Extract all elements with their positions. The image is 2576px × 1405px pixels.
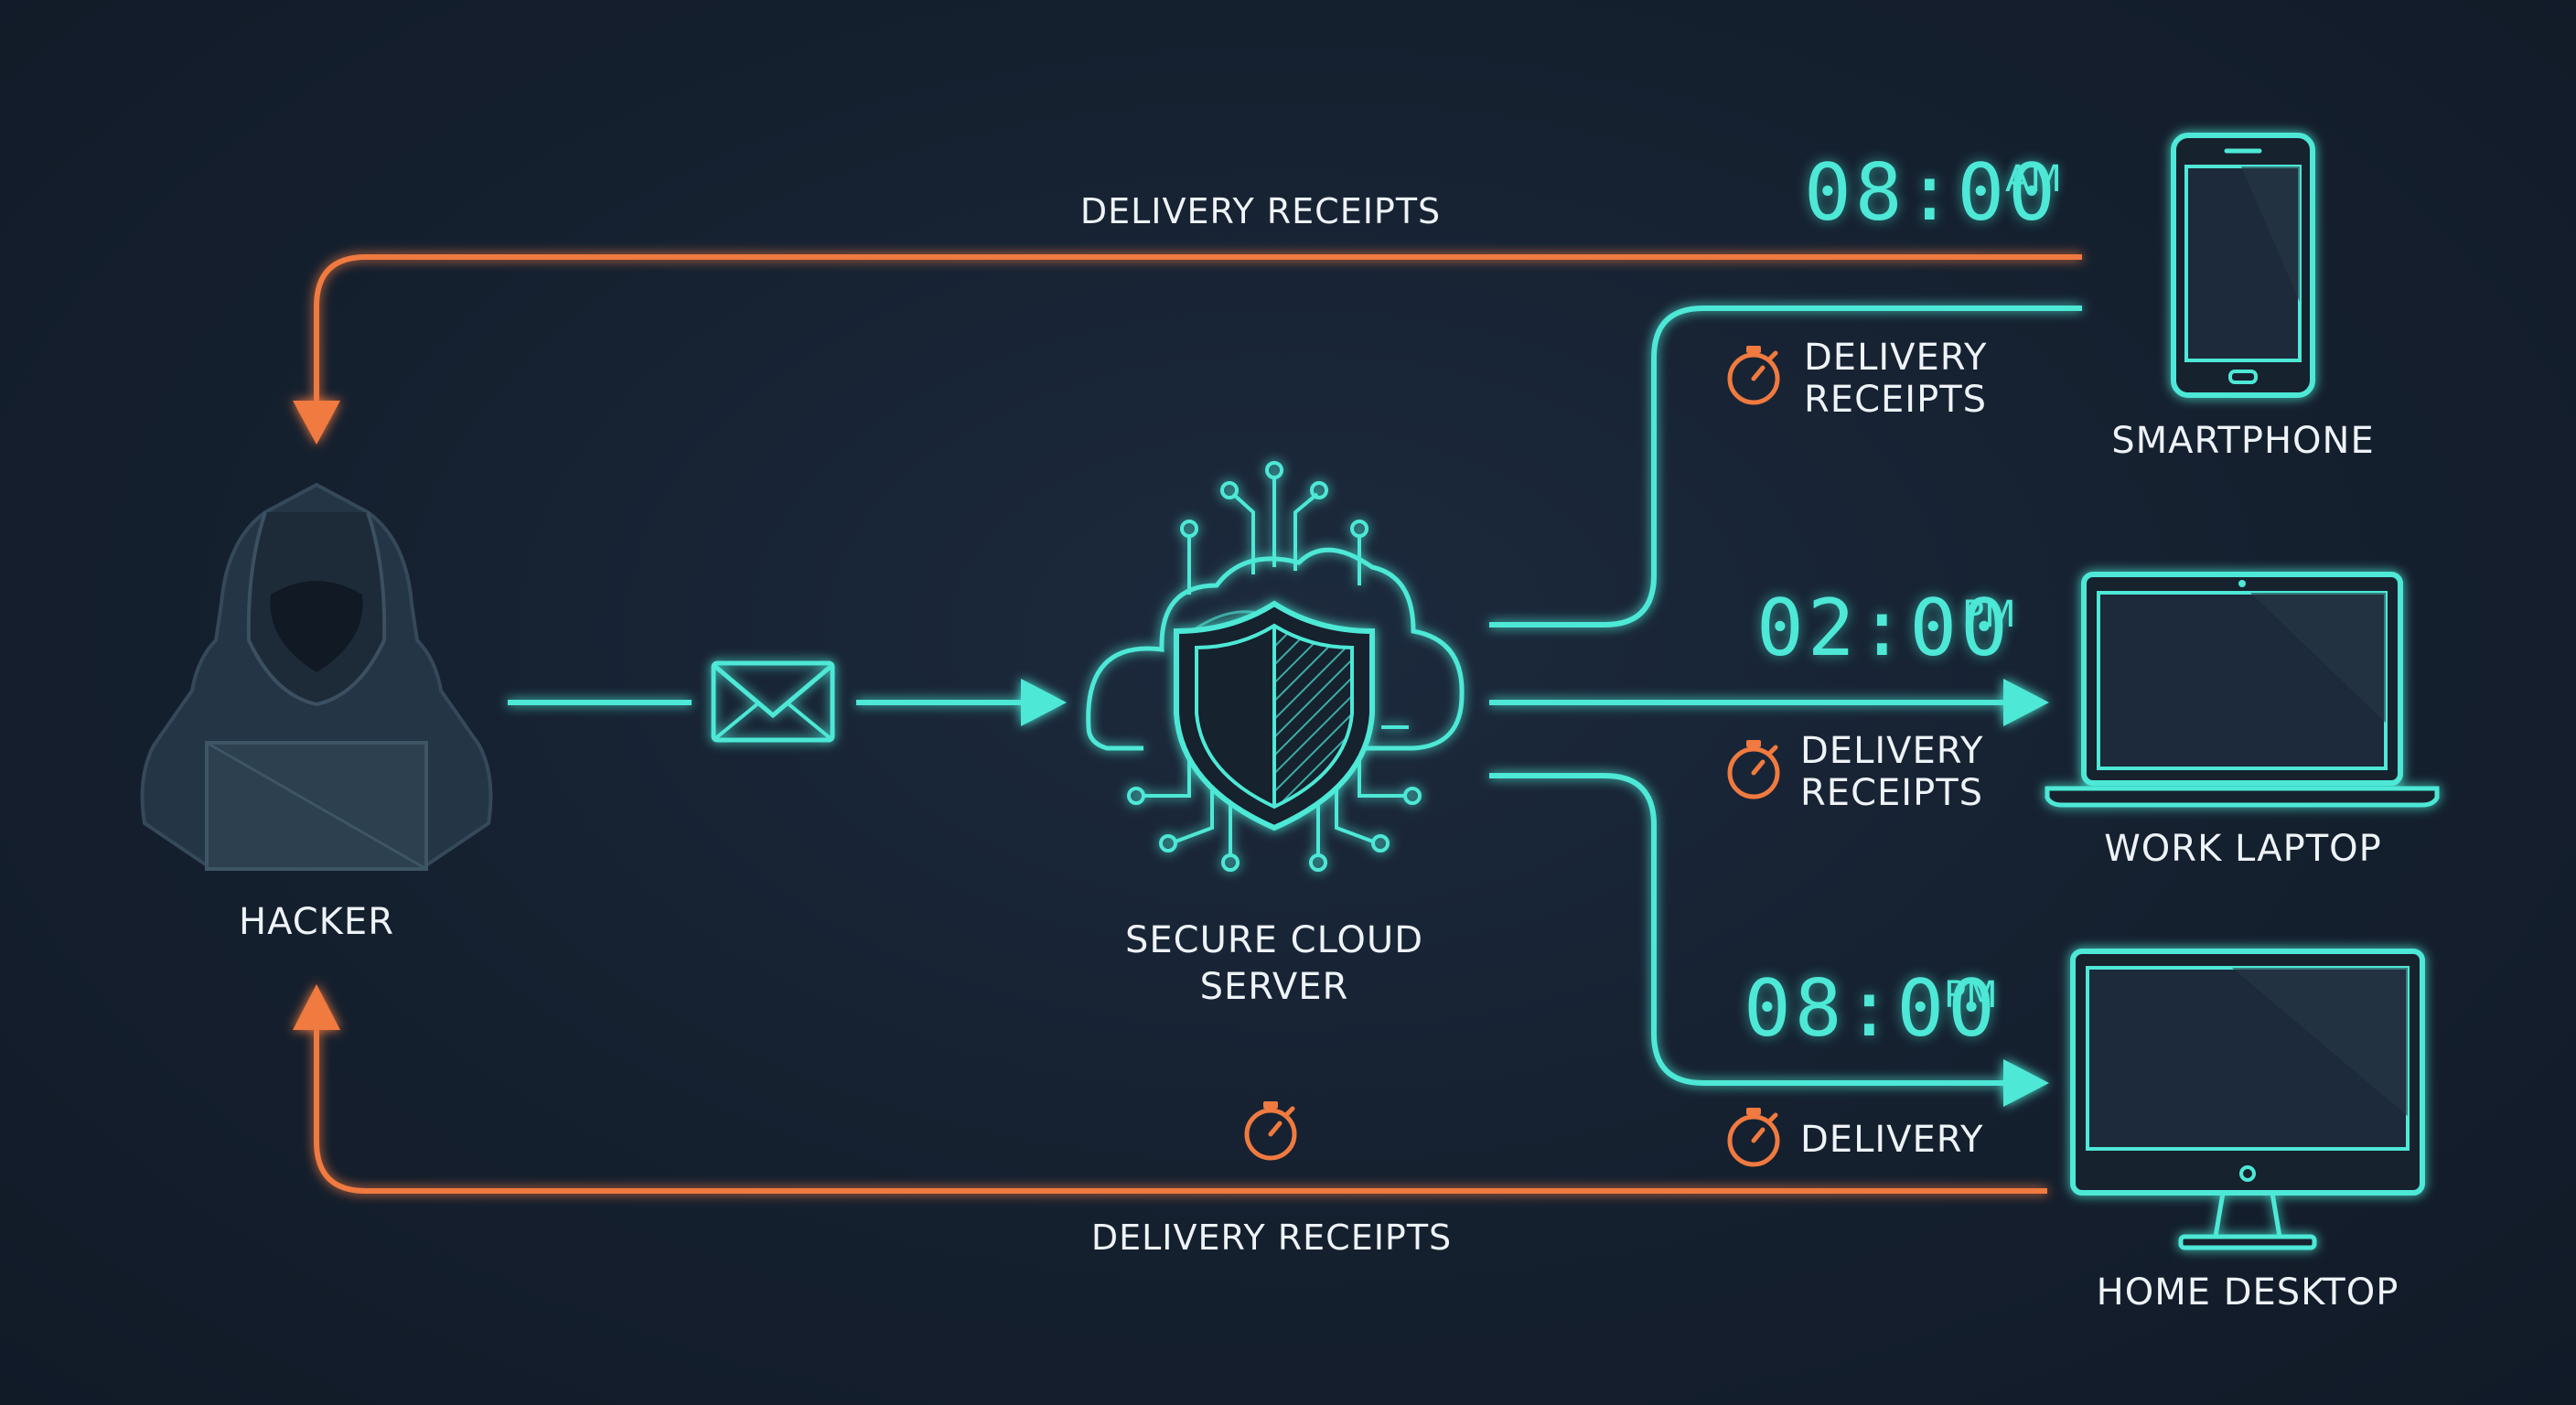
receipt-label-laptop-line1: DELIVERY <box>1800 730 1984 772</box>
smartphone-time: 08:00 <box>1804 147 2059 239</box>
hacker-label: HACKER <box>239 901 394 943</box>
server-label-line1: SECURE CLOUD <box>1124 919 1423 961</box>
smartphone-icon <box>2171 133 2315 398</box>
receipt-label-smartphone-line1: DELIVERY <box>1804 337 1988 379</box>
smartphone-time-period: AM <box>2005 158 2062 200</box>
stopwatch-icon <box>1247 1101 1294 1158</box>
laptop-time-period: PM <box>1962 594 2016 636</box>
receipt-label-laptop-line2: RECEIPTS <box>1800 772 1984 814</box>
stopwatch-icon <box>1730 346 1777 402</box>
desktop-time-period: PM <box>1944 974 1998 1016</box>
server-label-line2: SERVER <box>1199 966 1349 1008</box>
desktop-time: 08:00 <box>1744 963 1999 1055</box>
server-line-to-desktop <box>1489 773 2049 1107</box>
smartphone-label: SMARTPHONE <box>2111 420 2375 462</box>
receipt-label-top: DELIVERY RECEIPTS <box>1079 191 1442 231</box>
desktop-icon <box>2070 949 2425 1250</box>
cloud-shield-icon <box>1086 461 1465 872</box>
receipt-label-smartphone-line2: RECEIPTS <box>1804 379 1988 421</box>
server-line-to-laptop <box>1489 679 2049 726</box>
server-line-to-smartphone <box>1489 306 2082 627</box>
desktop-label: HOME DESKTOP <box>2096 1271 2399 1314</box>
receipt-line-bottom <box>293 984 2047 1194</box>
receipt-line-top <box>293 254 2082 445</box>
laptop-time: 02:00 <box>1756 583 2012 674</box>
laptop-icon <box>2045 572 2440 808</box>
laptop-label: WORK LAPTOP <box>2104 828 2382 870</box>
envelope-icon <box>711 660 835 743</box>
stopwatch-icon <box>1730 740 1777 797</box>
receipt-label-desktop: DELIVERY <box>1800 1119 1984 1161</box>
stopwatch-icon <box>1730 1108 1777 1164</box>
receipt-label-bottom: DELIVERY RECEIPTS <box>1090 1217 1453 1258</box>
hooded-hacker-icon <box>140 482 493 871</box>
message-line-to-server <box>508 679 1067 726</box>
